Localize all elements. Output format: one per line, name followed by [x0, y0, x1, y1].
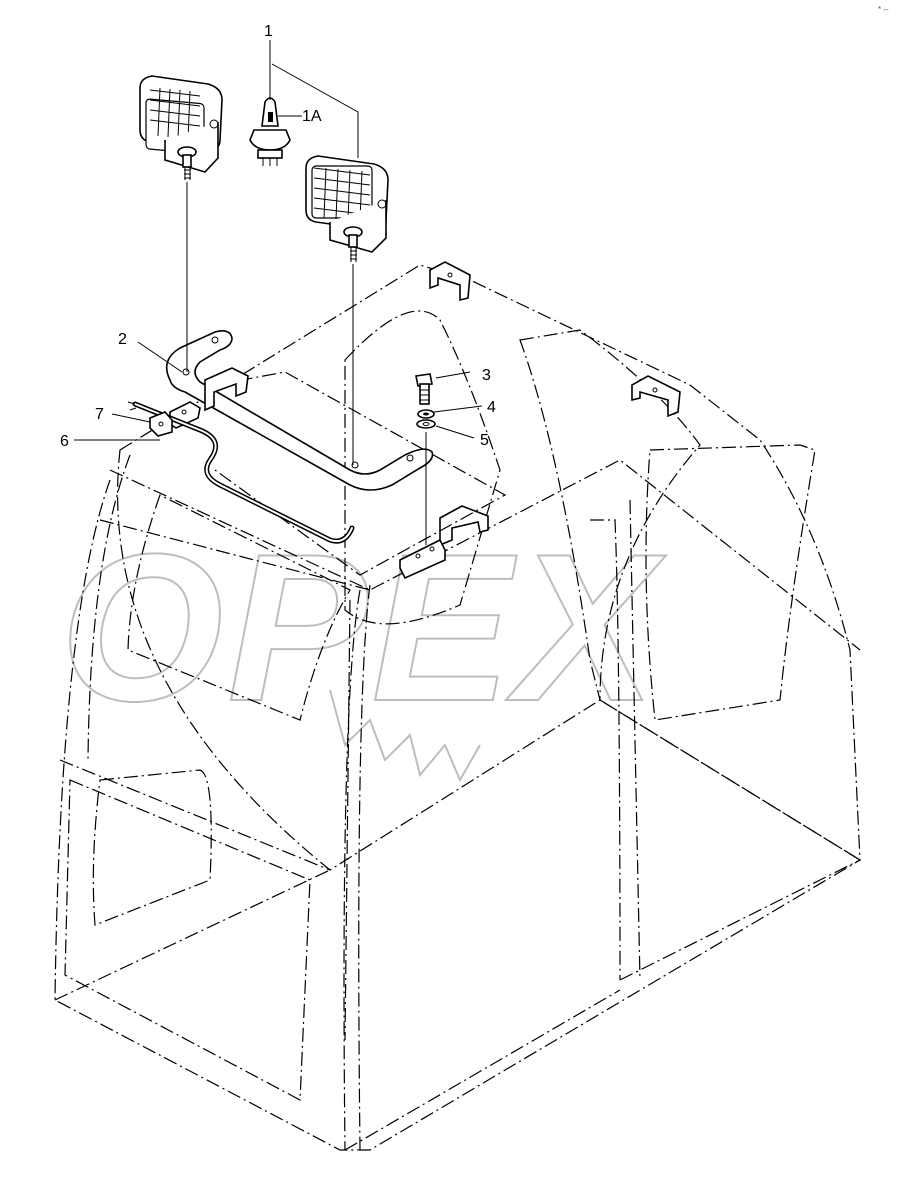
mounting-plate	[214, 371, 507, 576]
callout-4: 4	[487, 399, 496, 416]
leader-lines	[74, 40, 483, 441]
roof-brackets	[399, 261, 681, 580]
corner-mark: * --	[878, 5, 889, 14]
bolt-and-washers	[415, 373, 436, 429]
callout-1: 1	[264, 23, 273, 40]
work-light-left	[139, 75, 223, 180]
harness-clip	[149, 411, 173, 437]
watermark: OPEX	[59, 509, 666, 783]
callout-1a: 1A	[302, 108, 322, 125]
callout-2: 2	[118, 331, 127, 348]
halogen-bulb	[249, 97, 291, 166]
callout-labels: 1 1A 2 3 4 5 6 7	[60, 23, 496, 450]
callout-6: 6	[60, 433, 69, 450]
alignment-lines	[186, 182, 427, 545]
wire-harness	[127, 401, 355, 544]
watermark-text: OPEX	[60, 510, 666, 745]
work-light-right	[305, 155, 389, 262]
watermark-gear-icon	[329, 689, 481, 783]
callout-3: 3	[482, 367, 491, 384]
callout-7: 7	[95, 406, 104, 423]
callout-5: 5	[480, 432, 489, 449]
cab-outline	[54, 264, 861, 1151]
